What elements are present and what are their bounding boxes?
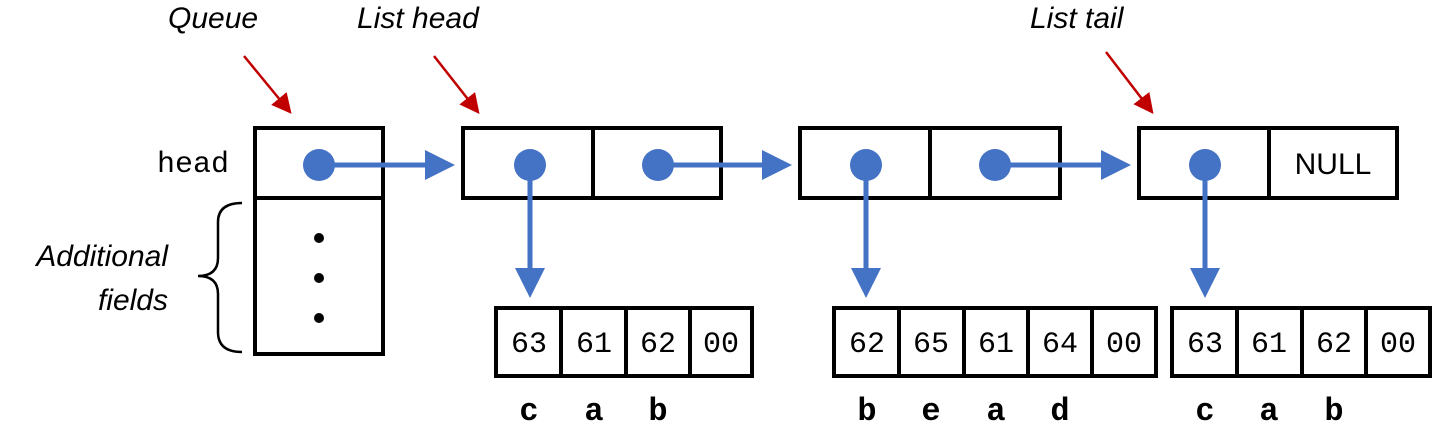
char-label: b	[1324, 393, 1343, 430]
null-pointer-label: NULL	[1295, 148, 1372, 181]
char-label: b	[648, 393, 667, 430]
additional-fields-brace	[197, 201, 243, 354]
string-array-1: 63 61 62 00	[494, 306, 754, 378]
list-element-3-next-field	[1267, 126, 1399, 200]
byte-value: 62	[640, 328, 676, 362]
byte-value: 63	[1187, 328, 1223, 362]
byte-value: 61	[1251, 328, 1287, 362]
string-array-2: 62 65 61 64 00	[832, 306, 1158, 378]
list-head-annotation-arrow	[433, 55, 480, 114]
list-head-label: List head	[357, 2, 480, 35]
char-label: a	[584, 393, 603, 430]
value-pointer-dot-2	[850, 149, 882, 181]
head-pointer-dot	[303, 149, 335, 181]
byte-cell	[688, 306, 754, 378]
queue-additional-fields	[253, 196, 385, 356]
additional-fields-label-line1: Additional	[34, 240, 169, 273]
char-label: e	[921, 393, 940, 430]
char-label: a	[986, 393, 1005, 430]
queue-label: Queue	[168, 2, 258, 35]
char-label: d	[1050, 393, 1069, 430]
byte-value: 00	[1106, 328, 1142, 362]
char-label: c	[1195, 393, 1214, 430]
ellipsis-dot-3	[314, 313, 324, 323]
ellipsis-dot-1	[314, 233, 324, 243]
byte-value: 61	[576, 328, 612, 362]
byte-value: 65	[913, 328, 949, 362]
next-pointer-dot-2	[979, 149, 1011, 181]
value-pointer-dot-3	[1189, 149, 1221, 181]
byte-value: 00	[703, 328, 739, 362]
byte-cell	[1090, 306, 1158, 378]
next-pointer-dot-1	[642, 149, 674, 181]
head-field-label: head	[157, 148, 229, 182]
ellipsis-dot-2	[314, 273, 324, 283]
char-label: b	[857, 393, 876, 430]
byte-value: 64	[1042, 328, 1078, 362]
value-pointer-dot-1	[514, 149, 546, 181]
char-label: c	[519, 393, 538, 430]
byte-value: 61	[978, 328, 1014, 362]
list-tail-label: List tail	[1030, 2, 1125, 35]
byte-value: 00	[1380, 328, 1416, 362]
byte-value: 63	[511, 328, 547, 362]
list-tail-annotation-arrow	[1105, 51, 1154, 114]
byte-value: 62	[1316, 328, 1352, 362]
queue-annotation-arrow	[243, 55, 292, 114]
additional-fields-label-line2: fields	[98, 284, 168, 317]
string-array-3: 63 61 62 00	[1170, 306, 1432, 378]
byte-cell	[1364, 306, 1432, 378]
char-label: a	[1259, 393, 1278, 430]
byte-value: 62	[849, 328, 885, 362]
